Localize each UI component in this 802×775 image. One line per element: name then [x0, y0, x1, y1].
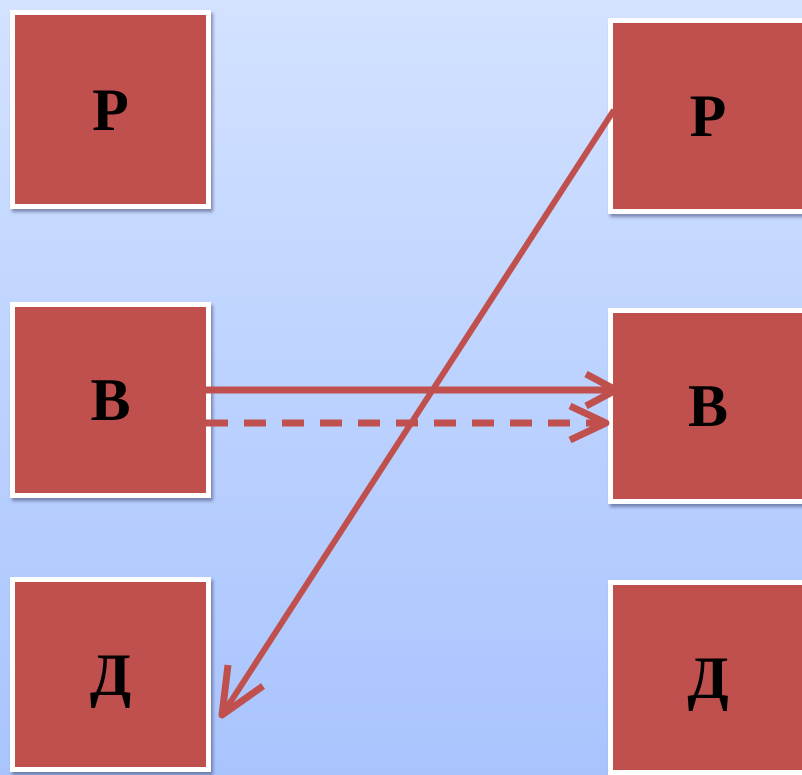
left-adult-box: В: [10, 302, 211, 498]
diagonal-arrow-shaft: [221, 108, 617, 714]
dashed-arrowhead: [568, 402, 610, 444]
left-child-box: Д: [10, 577, 211, 772]
right-parent-box: Р: [608, 18, 802, 214]
right-parent-label: Р: [689, 83, 727, 149]
left-parent-box: Р: [10, 10, 211, 209]
solid-arrow-adult-to-adult: [206, 370, 620, 410]
diagonal-arrow-parent-to-child: [218, 108, 617, 719]
diagonal-arrowhead: [218, 664, 266, 719]
left-adult-label: В: [90, 367, 131, 433]
dashed-arrow-adult-to-adult: [206, 402, 610, 444]
right-child-label: Д: [687, 644, 729, 711]
right-adult-label: В: [687, 373, 729, 439]
right-child-box: Д: [608, 580, 802, 775]
right-adult-box: В: [608, 308, 802, 504]
left-child-label: Д: [89, 641, 132, 708]
left-parent-label: Р: [92, 76, 129, 143]
